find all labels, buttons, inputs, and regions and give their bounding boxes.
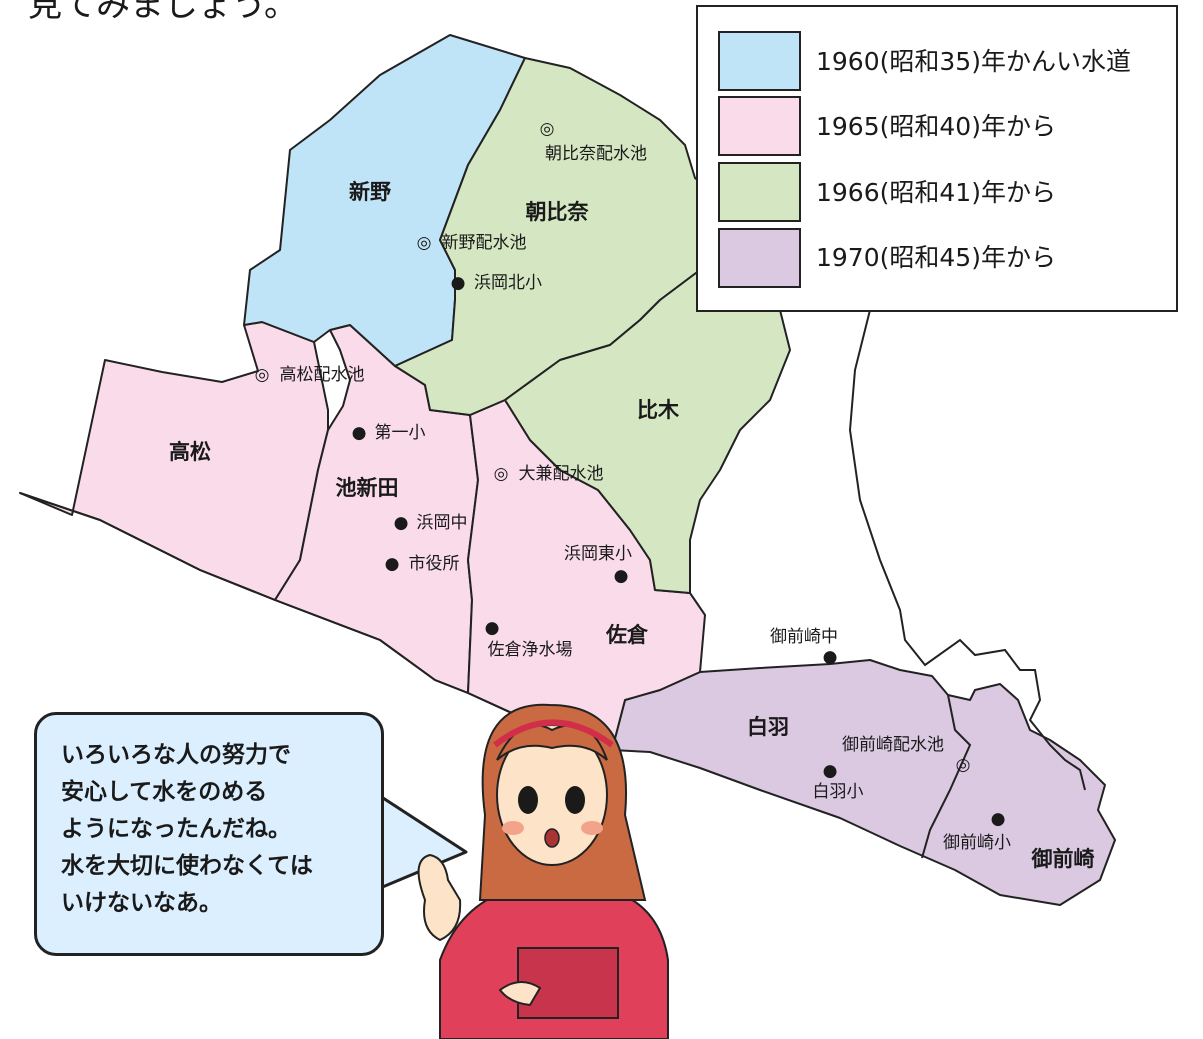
region-label-sakura: 佐倉 (605, 623, 649, 647)
top-text: 見てみましょう。 (28, 0, 298, 25)
facility-dot-hamaoka-kita: ● (451, 273, 466, 293)
speech-line-1: いろいろな人の努力で (61, 742, 291, 768)
facility-label-omaezaki-sho: 御前崎小 (943, 833, 1011, 853)
girl-character-illustration (417, 703, 669, 1039)
reservoir-symbol-omaezaki: ◎ (956, 755, 971, 775)
region-label-omaezaki: 御前崎 (1031, 847, 1095, 871)
facility-dot-sakura-plant: ● (485, 618, 500, 638)
region-label-shiraha: 白羽 (747, 715, 789, 739)
facility-dot-hamaoka-higashi: ● (614, 566, 629, 586)
speech-line-3: ようになったんだね。 (61, 816, 291, 842)
facility-label-hamaoka-chu: 浜岡中 (417, 513, 468, 533)
inner-boundary (921, 694, 972, 859)
legend-swatch-1970 (718, 228, 801, 288)
facility-dot-hamaoka-chu: ● (394, 513, 409, 533)
region-hiki (504, 254, 791, 594)
reservoir-symbol-shinno: ◎ (417, 233, 432, 253)
reservoir-label-asahina: 朝比奈配水池 (545, 144, 647, 164)
facility-label-city-hall: 市役所 (409, 554, 460, 574)
speech-bubble-tail (379, 794, 468, 890)
reservoir-label-takamatsu: 高松配水池 (280, 365, 365, 385)
facility-label-sakura-plant: 佐倉浄水場 (488, 640, 573, 660)
reservoir-symbol-takamatsu: ◎ (255, 365, 270, 385)
region-omaezaki-area (611, 659, 1116, 906)
legend-swatch-1965 (718, 96, 801, 156)
reservoir-label-daiken: 大兼配水池 (519, 464, 604, 484)
legend-label-1970: 1970(昭和45)年から (816, 243, 1056, 272)
region-label-shinno: 新野 (349, 180, 391, 204)
speech-bubble: いろいろな人の努力で 安心して水をのめる ようになったんだね。 水を大切に使わな… (34, 712, 384, 956)
facility-label-omaezaki-chu: 御前崎中 (770, 627, 838, 647)
facility-dot-omaezaki-sho: ● (991, 809, 1006, 829)
legend-label-1965: 1965(昭和40)年から (816, 112, 1056, 141)
region-label-hiki: 比木 (637, 398, 680, 422)
legend: 1960(昭和35)年かんい水道 1965(昭和40)年から 1966(昭和41… (696, 5, 1178, 312)
facility-dot-city-hall: ● (385, 554, 400, 574)
facility-label-hamaoka-higashi: 浜岡東小 (564, 544, 632, 564)
legend-label-1960: 1960(昭和35)年かんい水道 (816, 47, 1131, 76)
region-label-takamatsu: 高松 (169, 440, 211, 464)
facility-dot-omaezaki-chu: ● (823, 647, 838, 667)
reservoir-symbol-daiken: ◎ (494, 464, 509, 484)
facility-dot-shiraha-sho: ● (823, 761, 838, 781)
facility-label-shiraha-sho: 白羽小 (813, 782, 864, 802)
legend-swatch-1966 (718, 162, 801, 222)
speech-line-2: 安心して水をのめる (61, 779, 268, 805)
speech-line-4: 水を大切に使わなくては (61, 853, 313, 879)
legend-swatch-1960 (718, 31, 801, 91)
reservoir-label-omaezaki: 御前崎配水池 (842, 735, 944, 755)
facility-label-daiichi: 第一小 (375, 423, 426, 443)
region-label-asahina: 朝比奈 (526, 200, 590, 224)
legend-label-1966: 1966(昭和41)年から (816, 178, 1056, 207)
facility-label-hamaoka-kita: 浜岡北小 (474, 273, 542, 293)
speech-line-5: いけないなあ。 (61, 890, 222, 916)
region-label-ikeshinden: 池新田 (336, 476, 399, 500)
reservoir-label-shinno: 新野配水池 (442, 233, 527, 253)
reservoir-symbol-asahina: ◎ (540, 119, 555, 139)
facility-dot-daiichi: ● (352, 423, 367, 443)
coast-outline (848, 309, 1086, 791)
